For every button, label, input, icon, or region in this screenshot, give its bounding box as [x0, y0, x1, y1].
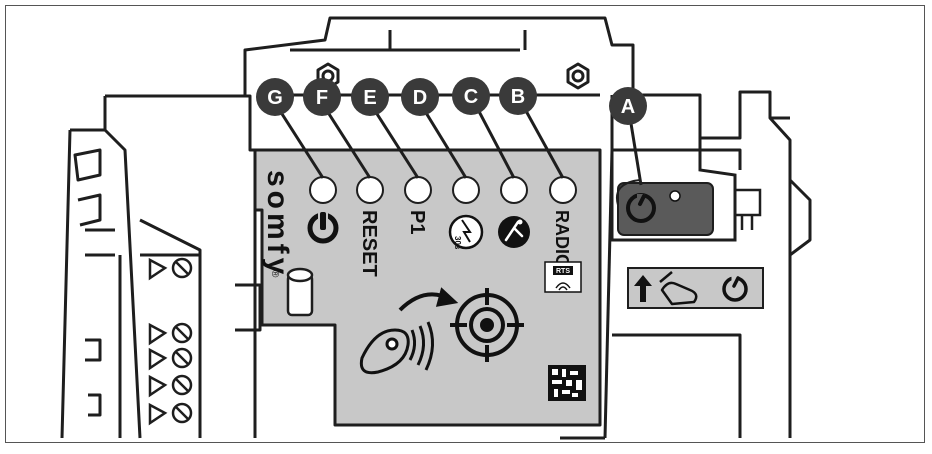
led-g — [309, 176, 337, 204]
callout-leaders — [273, 99, 643, 186]
led-f — [356, 176, 384, 204]
housing — [60, 16, 812, 440]
callout-d-letter: D — [413, 87, 427, 109]
callout-d: D — [401, 78, 439, 116]
led-e — [404, 176, 432, 204]
led-c — [500, 176, 528, 204]
led-d — [452, 176, 480, 204]
led-b — [549, 176, 577, 204]
terminal-screw-icon — [148, 257, 193, 281]
callout-c: C — [452, 77, 490, 115]
receiver-led — [669, 190, 681, 202]
target-icon — [450, 288, 524, 362]
led-row — [309, 176, 577, 204]
terminal-block — [148, 257, 193, 426]
leader-d — [418, 102, 468, 179]
timer-icon: 30s — [448, 214, 484, 250]
pushbutton-stub — [286, 267, 314, 317]
callout-b: B — [499, 77, 537, 115]
rts-badge: RTS — [544, 261, 582, 293]
leader-g — [273, 102, 325, 179]
press-hand-icon — [659, 271, 698, 306]
leader-f — [320, 102, 372, 179]
instruction-strip — [627, 267, 764, 309]
terminal-screw-icon — [148, 402, 193, 426]
power-icon — [307, 210, 339, 244]
callout-a-letter: A — [621, 96, 635, 118]
callout-e: E — [351, 78, 389, 116]
callout-f-letter: F — [316, 87, 328, 109]
terminal-screw-icon — [148, 347, 193, 371]
rts-label: RTS — [556, 268, 570, 275]
terminal-screw-icon — [148, 322, 193, 346]
callout-g-letter: G — [267, 87, 283, 109]
press-arrow-icon — [634, 275, 652, 302]
datamatrix-code-icon — [548, 365, 586, 401]
brand-logo: somfy — [261, 170, 294, 278]
leader-b — [518, 99, 565, 179]
power-icon — [722, 276, 748, 302]
callout-e-letter: E — [363, 87, 376, 109]
callout-c-letter: C — [464, 86, 478, 108]
leader-e — [368, 102, 420, 179]
power-button-icon[interactable] — [626, 193, 656, 223]
radio-remote-icon — [359, 287, 459, 375]
radio-label: RADIO — [552, 210, 572, 268]
terminal-screw-icon — [148, 374, 193, 398]
bolt-icon — [566, 62, 590, 90]
motion-icon — [498, 216, 530, 248]
leader-c — [471, 99, 516, 179]
callout-g: G — [256, 78, 294, 116]
timer-label: 30s — [453, 236, 462, 250]
callout-b-letter: B — [511, 86, 525, 108]
p1-label: P1 — [406, 210, 428, 234]
reset-label: RESET — [358, 210, 380, 277]
brand-mark: ® — [269, 270, 280, 278]
callout-f: F — [303, 78, 341, 116]
callout-a: A — [609, 87, 647, 125]
